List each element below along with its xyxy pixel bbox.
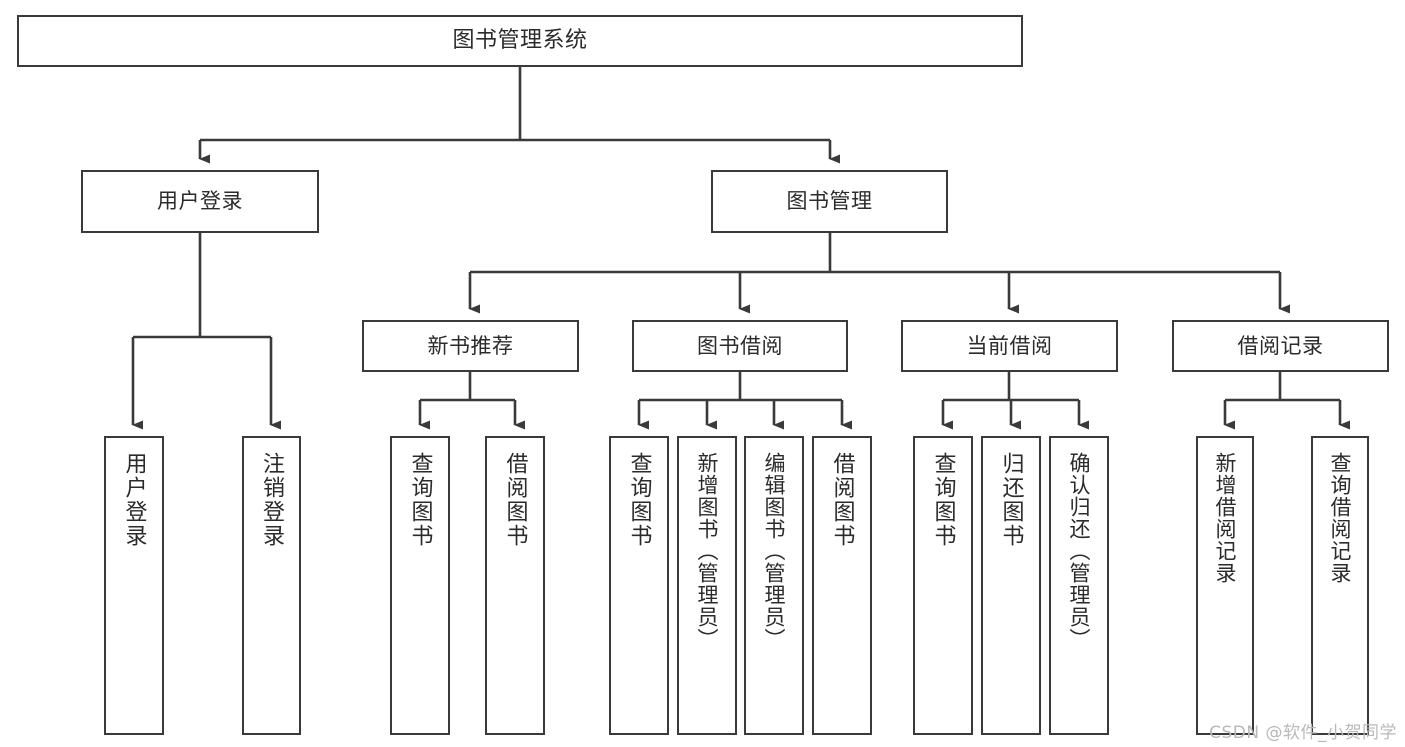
leaf-query-book-2[interactable]: 查询图书 [609,436,669,735]
node-book-manage-label: 图书管理 [786,189,873,214]
node-user-login[interactable]: 用户登录 [81,170,319,233]
leaf-return-book[interactable]: 归还图书 [981,436,1041,735]
node-root-label: 图书管理系统 [452,28,588,54]
leaf-confirm-return[interactable]: 确认归还（管理员） [1049,436,1109,735]
leaf-user-logout[interactable]: 注销登录 [242,436,301,735]
leaf-add-record[interactable]: 新增借阅记录 [1196,436,1254,735]
leaf-borrow-book-1[interactable]: 借阅图书 [485,436,545,735]
leaf-borrow-book-2[interactable]: 借阅图书 [812,436,872,735]
leaf-query-book-2-label: 查询图书 [626,452,652,548]
node-current-borrow-label: 当前借阅 [966,333,1053,358]
node-book-manage[interactable]: 图书管理 [711,170,948,233]
leaf-user-login[interactable]: 用户登录 [104,436,164,735]
leaf-borrow-book-2-label: 借阅图书 [829,452,855,548]
leaf-query-book-1-label: 查询图书 [407,452,433,548]
node-new-book-recommend-label: 新书推荐 [427,333,514,358]
leaf-query-book-3-label: 查询图书 [930,452,956,548]
leaf-user-login-label: 用户登录 [121,452,147,548]
node-borrow-record[interactable]: 借阅记录 [1172,320,1389,372]
leaf-edit-book-label: 编辑图书（管理员） [762,452,787,650]
node-current-borrow[interactable]: 当前借阅 [901,320,1118,372]
leaf-edit-book[interactable]: 编辑图书（管理员） [744,436,804,735]
node-book-borrow-label: 图书借阅 [697,333,783,358]
leaf-add-record-label: 新增借阅记录 [1213,452,1238,584]
leaf-add-book[interactable]: 新增图书（管理员） [677,436,737,735]
node-root[interactable]: 图书管理系统 [17,15,1023,67]
leaf-query-book-3[interactable]: 查询图书 [913,436,973,735]
node-new-book-recommend[interactable]: 新书推荐 [362,320,579,372]
leaf-query-record-label: 查询借阅记录 [1328,452,1353,584]
leaf-confirm-return-label: 确认归还（管理员） [1067,452,1092,650]
node-borrow-record-label: 借阅记录 [1237,333,1324,358]
leaf-query-book-1[interactable]: 查询图书 [390,436,450,735]
leaf-user-logout-label: 注销登录 [259,452,285,548]
node-book-borrow[interactable]: 图书借阅 [632,320,848,372]
node-user-login-label: 用户登录 [157,189,243,214]
csdn-watermark: CSDN @软件_小贺同学 [1209,723,1397,743]
leaf-query-record[interactable]: 查询借阅记录 [1311,436,1369,735]
leaf-borrow-book-1-label: 借阅图书 [502,452,528,548]
leaf-return-book-label: 归还图书 [998,452,1024,548]
leaf-add-book-label: 新增图书（管理员） [695,452,720,650]
